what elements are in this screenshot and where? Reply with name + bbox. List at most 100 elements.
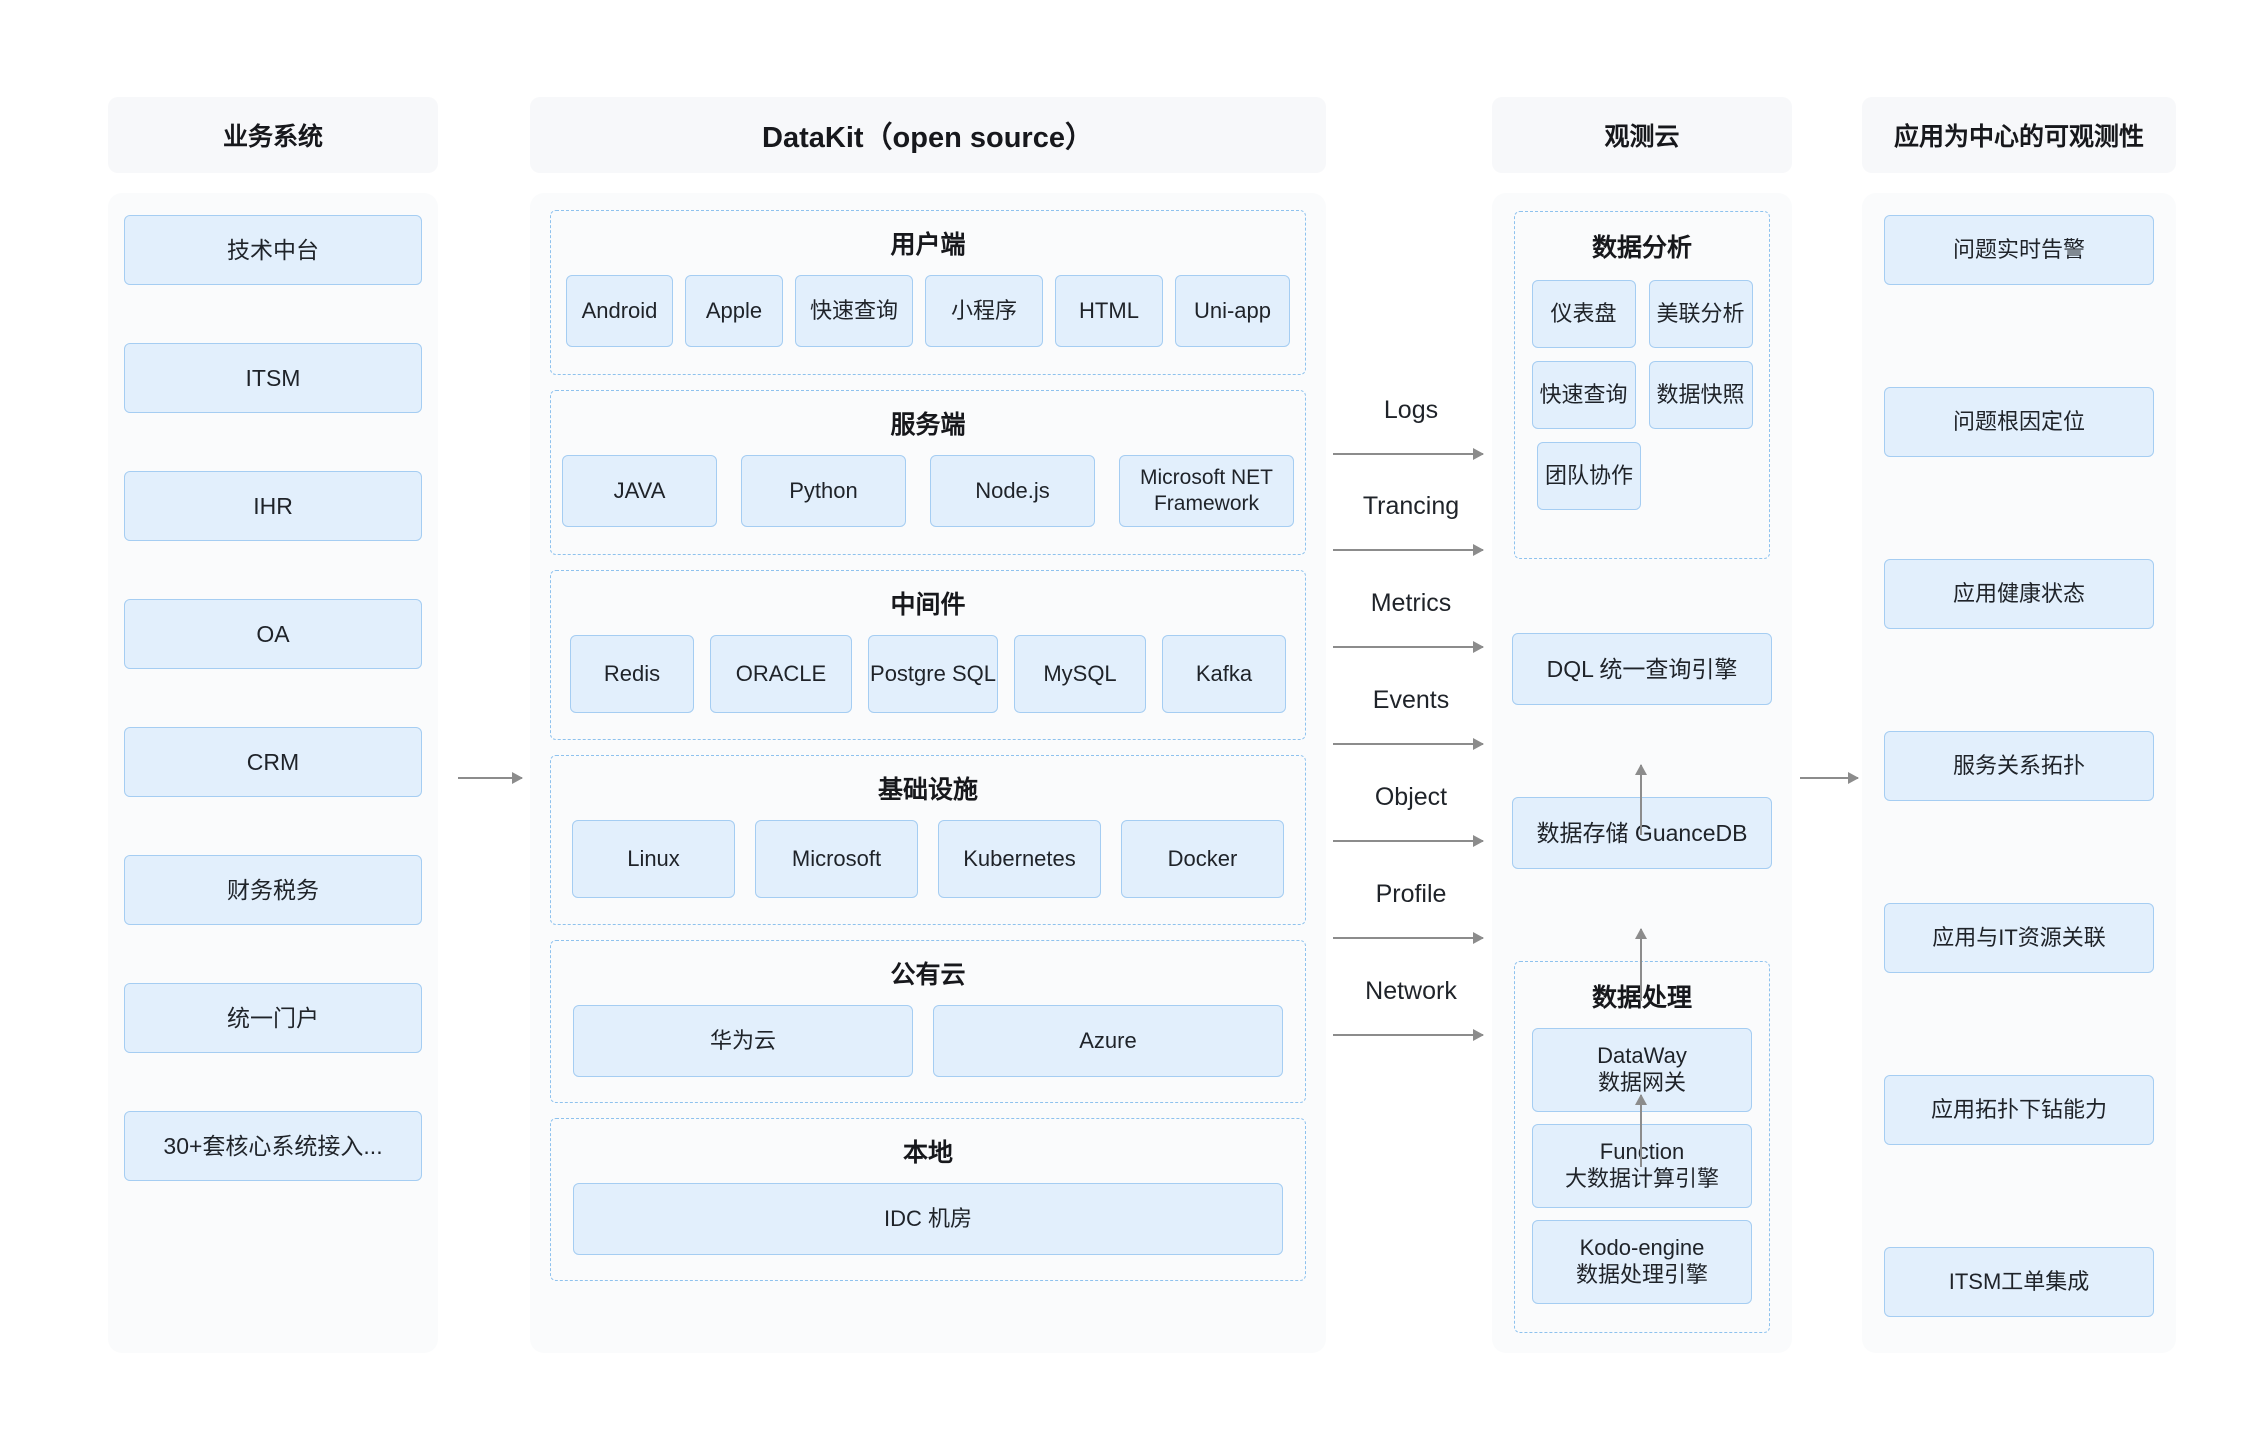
observability-column-header: 应用为中心的可观测性 bbox=[1862, 97, 2176, 173]
datakit-server-item-0[interactable]: JAVA bbox=[562, 455, 717, 527]
guance-column-body: 数据分析 仪表盘 美联分析 快速查询 数据快照 团队协作 DQL 统一查询引擎 … bbox=[1492, 193, 1792, 1353]
flow-label-metrics: Metrics bbox=[1370, 589, 1452, 617]
datakit-group-middleware: 中间件 Redis ORACLE Postgre SQL MySQL Kafka bbox=[550, 570, 1306, 740]
observability-item-3[interactable]: 服务关系拓扑 bbox=[1884, 731, 2154, 801]
flow-label-network: Network bbox=[1365, 977, 1457, 1005]
business-item-label: OA bbox=[256, 620, 290, 647]
observability-item-label: 应用拓扑下钻能力 bbox=[1930, 1096, 2107, 1122]
guance-dql-engine[interactable]: DQL 统一查询引擎 bbox=[1512, 633, 1772, 705]
business-item-label: CRM bbox=[246, 748, 300, 775]
group-title: 中间件 bbox=[890, 591, 966, 619]
flow-arrow-network bbox=[1333, 1029, 1484, 1041]
datakit-server-item-3[interactable]: Microsoft NET Framework bbox=[1119, 455, 1294, 527]
datakit-server-item-2[interactable]: Node.js bbox=[930, 455, 1095, 527]
guance-analysis-item-0[interactable]: 仪表盘 bbox=[1531, 280, 1636, 348]
observability-item-2[interactable]: 应用健康状态 bbox=[1884, 559, 2154, 629]
business-item-label: IHR bbox=[253, 492, 293, 519]
observability-item-label: 服务关系拓扑 bbox=[1952, 752, 2085, 778]
observability-item-5[interactable]: 应用拓扑下钻能力 bbox=[1884, 1075, 2154, 1145]
datakit-middleware-item-4[interactable]: Kafka bbox=[1162, 635, 1286, 713]
datakit-middleware-item-0[interactable]: Redis bbox=[570, 635, 694, 713]
observability-item-label: 应用与IT资源关联 bbox=[1932, 924, 2106, 950]
business-item-label: 统一门户 bbox=[227, 1004, 319, 1031]
guance-storage-db[interactable]: 数据存储 GuanceDB bbox=[1512, 797, 1772, 869]
group-title: 数据分析 bbox=[1591, 234, 1692, 262]
datakit-group-client: 用户端 Android Apple 快速查询 小程序 HTML Uni-app bbox=[550, 210, 1306, 375]
guance-group-processing: 数据处理 DataWay 数据网关 Function 大数据计算引擎 Kodo-… bbox=[1514, 961, 1770, 1333]
guance-group-analysis: 数据分析 仪表盘 美联分析 快速查询 数据快照 团队协作 bbox=[1514, 211, 1770, 559]
datakit-middleware-item-2[interactable]: Postgre SQL bbox=[868, 635, 998, 713]
datakit-client-item-4[interactable]: HTML bbox=[1055, 275, 1163, 347]
flow-arrow-events bbox=[1333, 738, 1484, 750]
datakit-column-header: DataKit（open source） bbox=[530, 97, 1326, 173]
observability-column-title: 应用为中心的可观测性 bbox=[1893, 123, 2144, 151]
arrow-dql-to-analysis bbox=[1635, 764, 1647, 835]
datakit-server-item-1[interactable]: Python bbox=[741, 455, 906, 527]
observability-item-1[interactable]: 问题根因定位 bbox=[1884, 387, 2154, 457]
business-column-title: 业务系统 bbox=[222, 123, 323, 151]
flow-arrow-logs bbox=[1333, 448, 1484, 460]
guance-column-title: 观测云 bbox=[1604, 123, 1680, 151]
datakit-infra-item-1[interactable]: Microsoft bbox=[755, 820, 918, 898]
observability-item-label: 应用健康状态 bbox=[1952, 580, 2085, 606]
observability-item-6[interactable]: ITSM工单集成 bbox=[1884, 1247, 2154, 1317]
datakit-client-item-1[interactable]: Apple bbox=[685, 275, 783, 347]
datakit-client-item-3[interactable]: 小程序 bbox=[925, 275, 1043, 347]
business-item-2[interactable]: IHR bbox=[124, 471, 422, 541]
flow-label-logs: Logs bbox=[1383, 396, 1439, 424]
arrow-storage-to-dql bbox=[1635, 928, 1647, 1001]
datakit-cloud-item-1[interactable]: Azure bbox=[933, 1005, 1283, 1077]
datakit-client-item-2[interactable]: 快速查询 bbox=[795, 275, 913, 347]
datakit-client-item-5[interactable]: Uni-app bbox=[1175, 275, 1290, 347]
group-title: 服务端 bbox=[890, 411, 966, 439]
flow-arrow-profile bbox=[1333, 932, 1484, 944]
business-item-6[interactable]: 统一门户 bbox=[124, 983, 422, 1053]
business-item-4[interactable]: CRM bbox=[124, 727, 422, 797]
flow-label-events: Events bbox=[1372, 686, 1450, 714]
business-item-0[interactable]: 技术中台 bbox=[124, 215, 422, 285]
datakit-infra-item-2[interactable]: Kubernetes bbox=[938, 820, 1101, 898]
datakit-client-item-0[interactable]: Android bbox=[566, 275, 673, 347]
guance-analysis-item-2[interactable]: 快速查询 bbox=[1531, 361, 1636, 429]
datakit-group-infrastructure: 基础设施 Linux Microsoft Kubernetes Docker bbox=[550, 755, 1306, 925]
flow-label-tracing: Trancing bbox=[1362, 492, 1460, 520]
guance-processing-item-function[interactable]: Function 大数据计算引擎 bbox=[1532, 1124, 1752, 1208]
observability-item-label: 问题实时告警 bbox=[1952, 236, 2085, 262]
datakit-group-local: 本地 IDC 机房 bbox=[550, 1118, 1306, 1281]
guance-analysis-item-3[interactable]: 数据快照 bbox=[1648, 361, 1753, 429]
business-column-header: 业务系统 bbox=[108, 97, 438, 173]
group-title: 基础设施 bbox=[877, 776, 978, 804]
datakit-column-body: 用户端 Android Apple 快速查询 小程序 HTML Uni-app … bbox=[530, 193, 1326, 1353]
guance-column-header: 观测云 bbox=[1492, 97, 1792, 173]
business-column-body: 技术中台 ITSM IHR OA CRM 财务税务 统一门户 30+套核心系统接… bbox=[108, 193, 438, 1353]
guance-analysis-item-1[interactable]: 美联分析 bbox=[1648, 280, 1753, 348]
arrow-processing-to-storage bbox=[1635, 1094, 1647, 1167]
observability-item-4[interactable]: 应用与IT资源关联 bbox=[1884, 903, 2154, 973]
datakit-middleware-item-1[interactable]: ORACLE bbox=[710, 635, 852, 713]
datakit-local-item-0[interactable]: IDC 机房 bbox=[573, 1183, 1283, 1255]
datakit-infra-item-3[interactable]: Docker bbox=[1121, 820, 1284, 898]
business-item-label: ITSM bbox=[245, 364, 301, 391]
group-title: 公有云 bbox=[890, 961, 966, 989]
observability-item-label: ITSM工单集成 bbox=[1948, 1268, 2090, 1294]
business-item-5[interactable]: 财务税务 bbox=[124, 855, 422, 925]
arrow-business-to-datakit bbox=[458, 772, 523, 784]
guance-processing-item-kodo[interactable]: Kodo-engine 数据处理引擎 bbox=[1532, 1220, 1752, 1304]
datakit-cloud-item-0[interactable]: 华为云 bbox=[573, 1005, 913, 1077]
business-item-label: 30+套核心系统接入... bbox=[163, 1132, 383, 1159]
arrow-guance-to-observability bbox=[1800, 772, 1859, 784]
flow-arrow-object bbox=[1333, 835, 1484, 847]
business-item-1[interactable]: ITSM bbox=[124, 343, 422, 413]
guance-analysis-item-4[interactable]: 团队协作 bbox=[1537, 442, 1641, 510]
datakit-middleware-item-3[interactable]: MySQL bbox=[1014, 635, 1146, 713]
business-item-label: 技术中台 bbox=[227, 236, 319, 263]
business-item-3[interactable]: OA bbox=[124, 599, 422, 669]
flow-arrow-metrics bbox=[1333, 641, 1484, 653]
business-item-7[interactable]: 30+套核心系统接入... bbox=[124, 1111, 422, 1181]
flow-label-object: Object bbox=[1374, 783, 1448, 811]
group-title: 本地 bbox=[902, 1139, 953, 1167]
datakit-infra-item-0[interactable]: Linux bbox=[572, 820, 735, 898]
observability-item-0[interactable]: 问题实时告警 bbox=[1884, 215, 2154, 285]
guance-processing-item-dataway[interactable]: DataWay 数据网关 bbox=[1532, 1028, 1752, 1112]
